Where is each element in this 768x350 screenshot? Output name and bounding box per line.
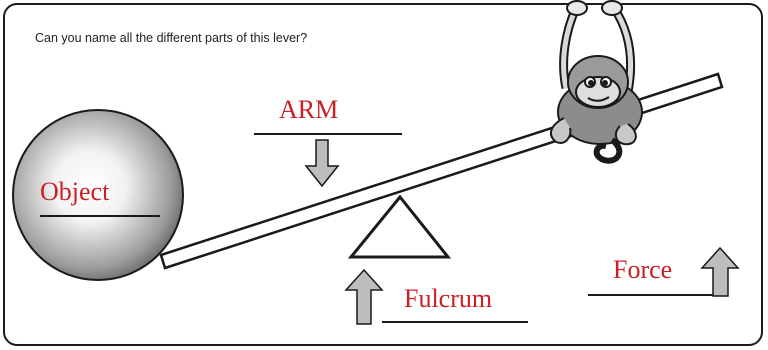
object-label: Object [40, 177, 110, 206]
fulcrum-label: Fulcrum [404, 284, 493, 313]
force-up-arrow [700, 246, 740, 297]
monkey-hanging-icon [549, 0, 643, 164]
fulcrum-triangle [347, 194, 452, 259]
fulcrum-up-arrow [344, 268, 384, 325]
arm-label: ARM [279, 95, 339, 124]
arm-down-arrow [304, 139, 340, 188]
question-text: Can you name all the different parts of … [35, 31, 308, 45]
force-label: Force [613, 255, 673, 284]
object-sphere [12, 109, 184, 281]
